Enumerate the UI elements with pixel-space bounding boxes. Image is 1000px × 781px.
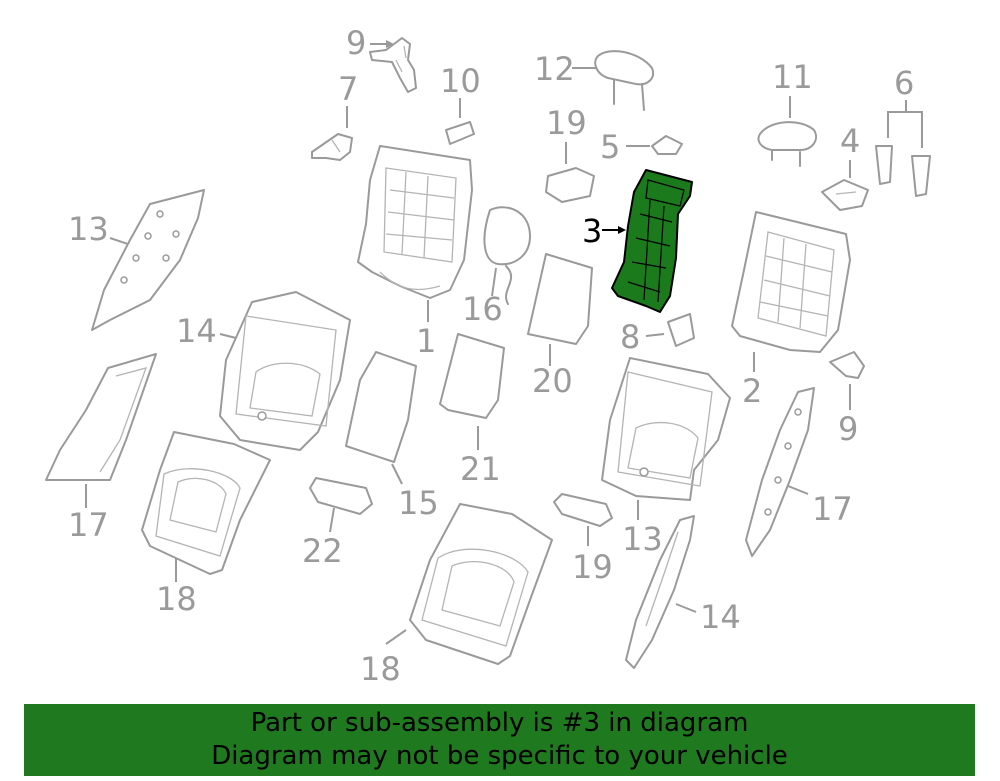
callout-19-top: 19 bbox=[546, 104, 587, 142]
callout-8: 8 bbox=[620, 318, 640, 356]
leader-15 bbox=[391, 463, 403, 485]
part-14-trim-right[interactable] bbox=[625, 515, 695, 669]
part-17-trim-left[interactable] bbox=[45, 353, 157, 481]
callout-6: 6 bbox=[894, 64, 914, 102]
part-13-back-cushion-right[interactable] bbox=[601, 357, 731, 501]
callout-1: 1 bbox=[416, 322, 436, 360]
banner-line-1: Part or sub-assembly is #3 in diagram bbox=[250, 708, 749, 738]
part-19-trim-bottom[interactable] bbox=[553, 493, 613, 527]
part-14-back-cushion[interactable] bbox=[219, 291, 351, 451]
callout-22: 22 bbox=[302, 532, 343, 570]
part-9-bracket-top[interactable] bbox=[369, 37, 417, 93]
part-16-cover[interactable] bbox=[483, 206, 531, 305]
leader-8 bbox=[645, 333, 665, 337]
part-1-seatback-frame[interactable] bbox=[357, 145, 473, 299]
arrow-9-top bbox=[386, 40, 394, 48]
leader-22 bbox=[329, 507, 335, 533]
callout-13-right: 13 bbox=[622, 520, 663, 558]
callout-10: 10 bbox=[440, 62, 481, 100]
callout-17-right: 17 bbox=[812, 490, 853, 528]
callout-12: 12 bbox=[534, 50, 575, 88]
part-12-headrest[interactable] bbox=[594, 50, 654, 111]
part-10-cap[interactable] bbox=[445, 121, 475, 145]
part-18-seat-cushion-right[interactable] bbox=[409, 503, 553, 665]
callout-15: 15 bbox=[398, 484, 439, 522]
part-6-pins[interactable] bbox=[875, 145, 931, 197]
callout-18-left: 18 bbox=[156, 580, 197, 618]
callout-5: 5 bbox=[600, 128, 620, 166]
callout-13-left: 13 bbox=[68, 210, 109, 248]
part-7-clip[interactable] bbox=[311, 133, 353, 161]
part-19-pad-top[interactable] bbox=[545, 167, 595, 203]
leader-17-right bbox=[787, 485, 809, 495]
part-13-trim-left[interactable] bbox=[91, 189, 205, 331]
leader-6 bbox=[887, 100, 923, 148]
callout-18-right: 18 bbox=[360, 650, 401, 688]
callout-3: 3 bbox=[582, 212, 602, 250]
callout-14-left: 14 bbox=[176, 312, 217, 350]
leader-18-right bbox=[385, 629, 407, 645]
callout-16: 16 bbox=[462, 290, 503, 328]
parts-diagram: 9 7 10 1 12 19 5 bbox=[45, 24, 931, 688]
arrow-3 bbox=[618, 226, 626, 234]
part-2-seatback-frame[interactable] bbox=[731, 211, 851, 353]
part-15-panel[interactable] bbox=[345, 351, 417, 463]
part-22-trim[interactable] bbox=[309, 477, 373, 515]
callout-4: 4 bbox=[840, 122, 860, 160]
callout-20: 20 bbox=[532, 362, 573, 400]
part-4-guide[interactable] bbox=[821, 179, 869, 211]
callout-19-bottom: 19 bbox=[572, 548, 613, 586]
part-20-panel[interactable] bbox=[527, 253, 593, 345]
part-11-headrest[interactable] bbox=[757, 121, 818, 167]
leader-14-left bbox=[219, 333, 237, 339]
callout-2: 2 bbox=[742, 372, 762, 410]
info-banner: Part or sub-assembly is #3 in diagram Di… bbox=[24, 704, 975, 776]
part-5-escutcheon[interactable] bbox=[651, 135, 683, 155]
leader-16 bbox=[491, 267, 497, 297]
leader-13-left bbox=[109, 237, 129, 245]
part-17-trim-right[interactable] bbox=[745, 387, 815, 557]
callout-9-top: 9 bbox=[346, 24, 366, 62]
part-8-latch[interactable] bbox=[667, 313, 695, 347]
part-9-bracket-right[interactable] bbox=[829, 351, 865, 379]
banner-line-2: Diagram may not be specific to your vehi… bbox=[211, 741, 788, 771]
callout-11: 11 bbox=[772, 58, 813, 96]
leader-14-right bbox=[675, 603, 697, 613]
callout-17-left: 17 bbox=[68, 506, 109, 544]
callout-14-right: 14 bbox=[700, 598, 741, 636]
part-21-panel[interactable] bbox=[439, 333, 505, 419]
callout-7: 7 bbox=[338, 70, 358, 108]
callout-21: 21 bbox=[460, 450, 501, 488]
part-18-seat-cushion-left[interactable] bbox=[141, 431, 271, 575]
callout-9-right: 9 bbox=[838, 410, 858, 448]
part-3-highlighted-frame[interactable] bbox=[611, 169, 693, 313]
